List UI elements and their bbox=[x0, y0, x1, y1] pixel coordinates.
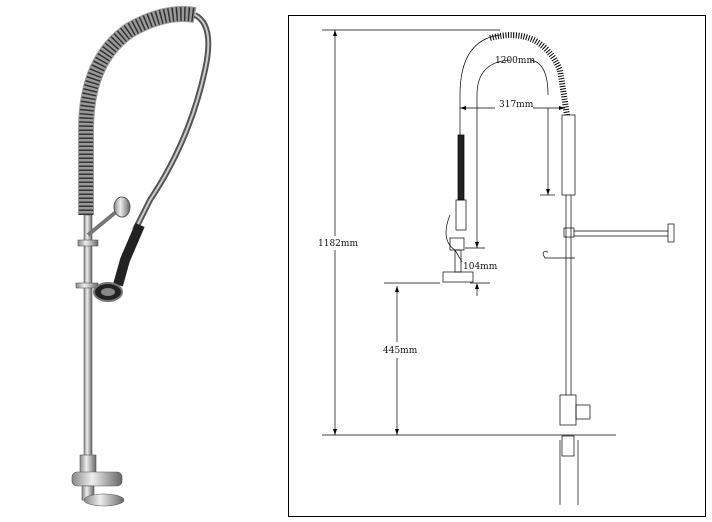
dim-spray-head: 104mm bbox=[463, 262, 498, 272]
flex-hose bbox=[132, 12, 212, 232]
faucet-base bbox=[71, 454, 125, 507]
spray-valve bbox=[93, 223, 145, 302]
dim-reach: 317mm bbox=[499, 100, 534, 110]
riser-pipe bbox=[83, 214, 93, 466]
drawing-frame bbox=[288, 15, 706, 517]
spring-coil bbox=[78, 6, 197, 215]
technical-drawing bbox=[322, 29, 675, 505]
arrow-heads bbox=[333, 30, 565, 435]
dim-clearance: 445mm bbox=[383, 346, 418, 356]
dim-total-height: 1182mm bbox=[318, 239, 358, 249]
dim-hose-length: 1200mm bbox=[495, 56, 535, 66]
